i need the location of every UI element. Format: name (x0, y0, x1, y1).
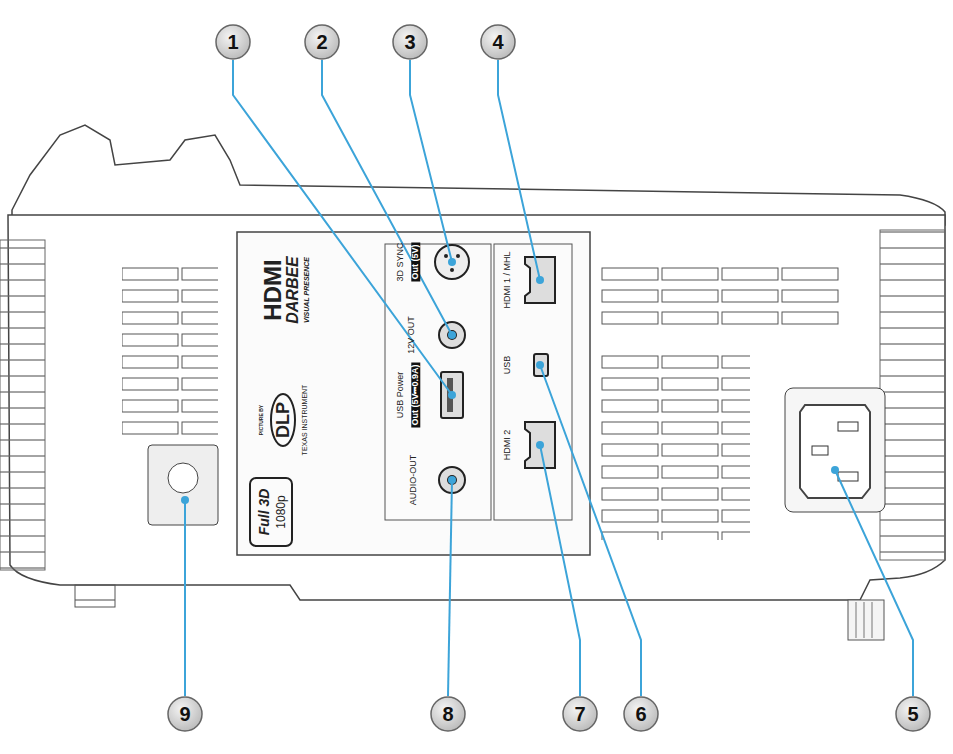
foot (75, 585, 115, 607)
callout-circle: 7 (562, 696, 598, 732)
resolution-badge: 1080p (275, 495, 288, 528)
callout-circle: 1 (215, 24, 251, 60)
darbee-tagline: VISUAL PRESENCE (303, 257, 310, 323)
port-label: 12V OUT (407, 316, 416, 354)
callout-circle: 4 (480, 24, 516, 60)
port-label: USB Power (396, 372, 405, 419)
dlp-maker: TEXAS INSTRUMENT (301, 385, 308, 456)
callout-number: 3 (404, 31, 415, 54)
power-socket-inner (800, 405, 870, 498)
callout-circle: 5 (895, 696, 931, 732)
port-rating: Out (5V⎓0.9A) (411, 362, 420, 427)
power-socket (785, 388, 885, 512)
jack-port (439, 322, 465, 348)
port-label: USB (503, 356, 512, 375)
security-hole (168, 463, 198, 493)
rear-vent (600, 262, 840, 328)
security-slot (148, 445, 218, 525)
din-port (435, 245, 469, 279)
callout-number: 9 (179, 703, 190, 726)
port-group (494, 244, 572, 520)
callout-circle: 6 (623, 696, 659, 732)
port-rating: Out (5V) (411, 243, 420, 282)
dlp-logo-text: DLP (274, 402, 293, 438)
port-label: HDMI 1 / MHL (503, 251, 512, 308)
port-label: HDMI 2 (503, 430, 512, 461)
callout-number: 7 (574, 703, 585, 726)
hdmi-port (525, 422, 555, 468)
mini-usb-port (534, 354, 548, 376)
callout-number: 4 (492, 31, 503, 54)
port-label: AUDIO-OUT (409, 455, 418, 506)
top-cover (12, 125, 945, 225)
rear-panel (237, 232, 590, 555)
callout-number: 6 (635, 703, 646, 726)
projector-body (8, 215, 945, 600)
callout-number: 8 (442, 703, 453, 726)
side-vent (880, 230, 945, 560)
callout-number: 2 (316, 31, 327, 54)
full3d-frame (250, 478, 292, 546)
hdmi-logo: HDMI (260, 259, 285, 320)
dlp-logo (271, 394, 295, 446)
callout-number: 1 (227, 31, 238, 54)
port-label: 3D SYNC (396, 242, 405, 281)
rear-vent (122, 262, 218, 438)
foot (848, 600, 884, 640)
callout-circle: 8 (430, 696, 466, 732)
hdmi-port (525, 257, 555, 303)
leader-lines (185, 60, 913, 696)
full3d-badge: Full 3D (257, 489, 272, 536)
side-vent (0, 240, 45, 570)
usb-a-port (441, 372, 463, 418)
callout-circle: 2 (304, 24, 340, 60)
callout-circle: 3 (392, 24, 428, 60)
rear-vent (600, 350, 750, 540)
port-group (385, 244, 491, 520)
dlp-tagline: PICTURE BY (259, 405, 264, 435)
callout-circle: 9 (167, 696, 203, 732)
callout-number: 5 (907, 703, 918, 726)
darbee-logo: DARBEE (285, 256, 302, 324)
